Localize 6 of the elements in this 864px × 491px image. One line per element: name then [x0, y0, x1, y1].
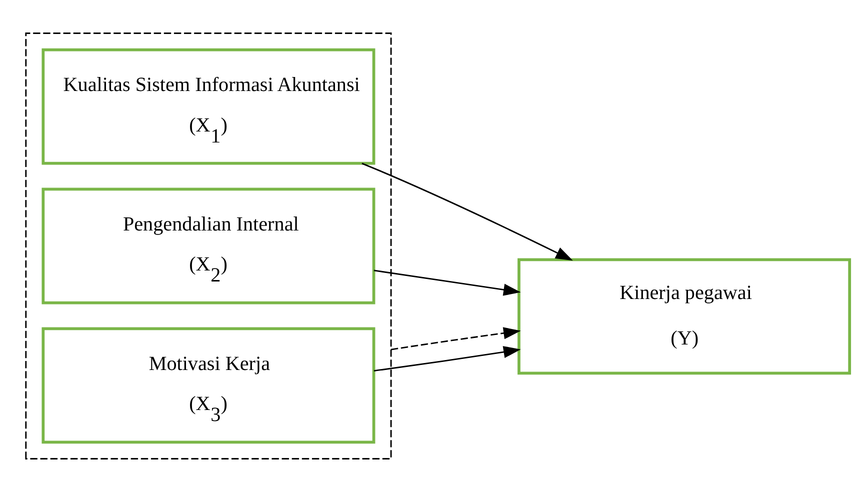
cluster [25, 32, 392, 459]
arrow [374, 269, 521, 296]
arrow [390, 326, 521, 350]
node-box: Kinerja pegawai (Y) [518, 258, 852, 374]
arrow [362, 162, 573, 260]
arrow [374, 346, 521, 371]
